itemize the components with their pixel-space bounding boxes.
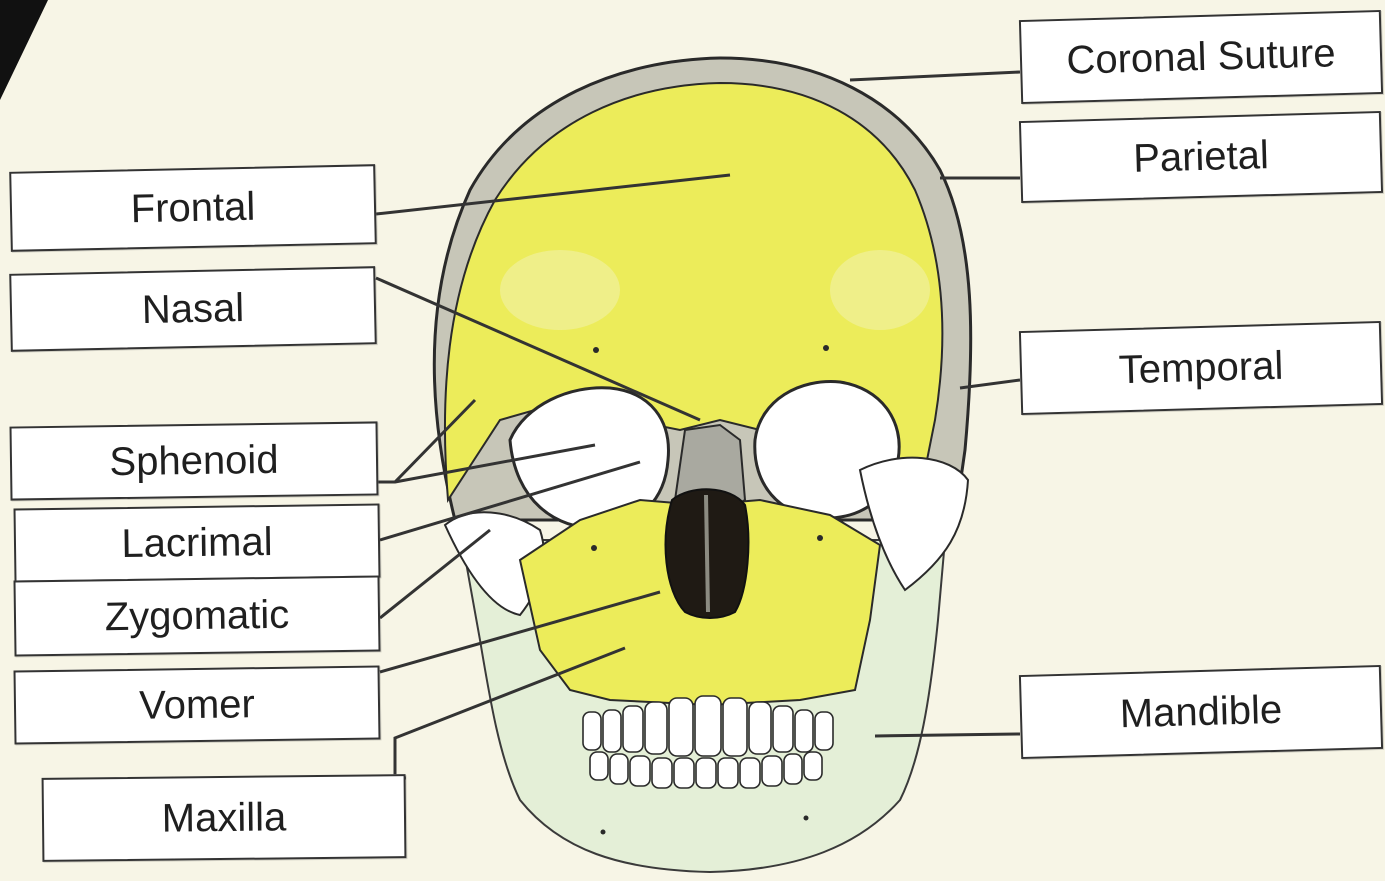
leader-mandible (875, 734, 1020, 736)
label-nasal: Nasal (9, 266, 377, 352)
lower-teeth (590, 752, 822, 788)
label-coronal-suture: Coronal Suture (1019, 10, 1383, 104)
label-vomer: Vomer (14, 665, 381, 744)
label-frontal: Frontal (9, 164, 377, 252)
label-temporal: Temporal (1019, 321, 1383, 415)
corner-mark-icon (0, 0, 48, 100)
label-mandible: Mandible (1019, 665, 1383, 759)
label-lacrimal: Lacrimal (14, 503, 381, 582)
label-maxilla: Maxilla (42, 774, 407, 862)
leader-coronal (850, 72, 1020, 80)
label-zygomatic: Zygomatic (13, 575, 380, 656)
skull-illustration (434, 58, 970, 872)
label-parietal: Parietal (1019, 111, 1383, 203)
label-sphenoid: Sphenoid (10, 421, 379, 500)
